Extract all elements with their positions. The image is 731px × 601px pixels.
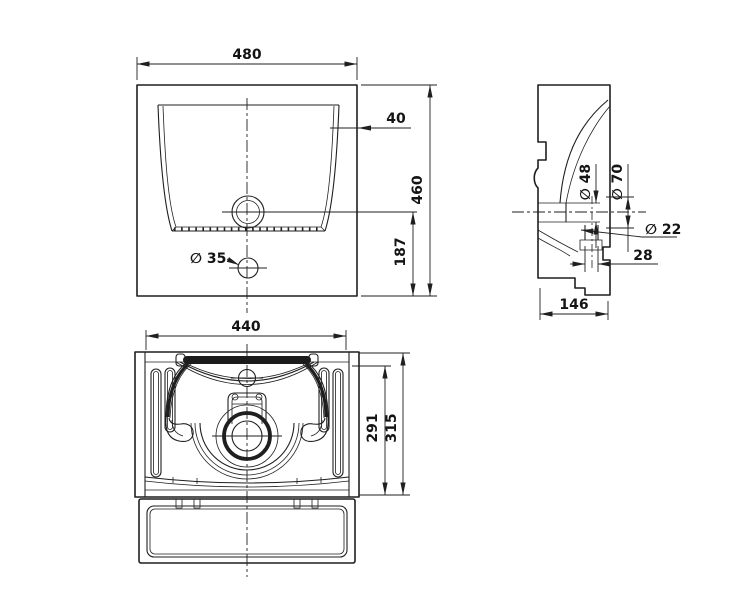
dim-height-460: 460 <box>361 84 437 297</box>
dim-label-height: 460 <box>410 175 426 204</box>
dim-label-outlet: ∅ 22 <box>645 222 681 238</box>
dim-width-440: 440 <box>145 319 347 350</box>
dim-drain-inner-48: ∅ 48 <box>578 164 599 248</box>
bottom-view: 440 291 315 <box>134 319 410 577</box>
dim-label-rim: 40 <box>386 111 406 127</box>
side-view: ∅ 48 ∅ 70 ∅ 22 28 146 <box>512 84 681 320</box>
top-view: ∅ 35 40 480 460 187 <box>136 47 437 313</box>
apron-tab <box>293 498 301 509</box>
dim-label-drain-offset: 187 <box>393 237 409 266</box>
drain-hole <box>222 195 417 229</box>
dim-label-depth: 146 <box>559 297 588 313</box>
dim-label-drain-outer: ∅ 70 <box>610 164 626 201</box>
basin-rim <box>157 104 340 232</box>
dim-total-height-315: 315 <box>359 352 410 496</box>
drain-channel-section <box>537 202 603 257</box>
dim-label-drain-inner: ∅ 48 <box>578 164 594 200</box>
dim-label-body-height: 291 <box>365 413 381 442</box>
outlet-flange <box>579 239 603 251</box>
apron-tab <box>193 498 201 509</box>
faucet-hole <box>229 257 267 279</box>
dim-label-outlet-width: 28 <box>633 248 652 264</box>
dim-drain-offset-187: 187 <box>393 212 416 296</box>
dim-label-faucet: ∅ 35 <box>190 251 226 267</box>
apron-tab <box>175 498 183 509</box>
dim-body-height-291: 291 <box>352 365 391 495</box>
basin-section-curve <box>559 99 609 204</box>
dim-rim-inset: 40 <box>330 111 411 131</box>
dim-faucet-diameter: ∅ 35 <box>190 251 240 267</box>
dim-label-total-height: 315 <box>384 413 400 442</box>
dim-drain-outer-70: ∅ 70 <box>606 164 634 252</box>
dim-label-width: 480 <box>232 47 261 63</box>
mounting-slots <box>150 367 344 478</box>
dim-outlet-width-28: 28 <box>570 246 658 272</box>
side-profile-outline <box>533 84 611 296</box>
dim-outlet-22: ∅ 22 <box>580 222 681 238</box>
dim-label-bottom-width: 440 <box>231 319 260 335</box>
dim-width-480: 480 <box>136 47 358 80</box>
apron-tab <box>311 498 319 509</box>
dim-depth-146: 146 <box>539 288 609 320</box>
